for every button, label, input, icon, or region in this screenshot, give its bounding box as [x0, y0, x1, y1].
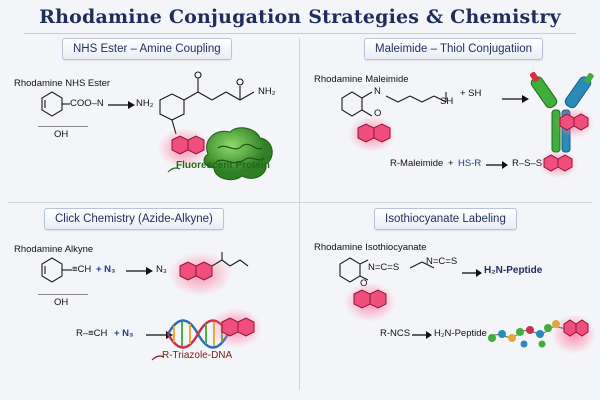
- maleimide-n-atom: N: [374, 86, 381, 97]
- panel-maleimide: Maleimide – Thiol Conjugatiion Rhodamine…: [300, 38, 600, 202]
- main-title: Rhodamine Conjugation Strategies & Chemi…: [39, 6, 561, 28]
- vertical-divider: [299, 38, 300, 390]
- panel-click-chemistry: Click Chemistry (Azide-Alkyne) Rhodamine…: [0, 204, 299, 394]
- panel-header-maleimide: Maleimide – Thiol Conjugatiion: [364, 38, 544, 60]
- nhs-arrow-1: [108, 101, 135, 109]
- isothio-product-amine: H₂N-Peptide: [484, 265, 543, 276]
- maleimide-arrow: [502, 95, 529, 103]
- nhs-reagent-label: Rhodamine NHS Ester: [14, 78, 111, 89]
- click-benzene-ring: [41, 257, 72, 283]
- click-alkyne-group: ≡CH: [72, 264, 92, 275]
- nhs-benzene-ring: [41, 91, 70, 117]
- isothio-reagent-label: Rhodamine Isothiocyanate: [314, 242, 427, 253]
- panel-isothiocyanate: Isothiocyanate Labeling Rhodamine Isothi…: [300, 204, 600, 394]
- click-scheme-left: R–≡CH: [76, 328, 108, 339]
- maleimide-scheme-arrow: [486, 161, 508, 169]
- dna-fluorophore-icon: [210, 308, 262, 348]
- panel-header-click: Click Chemistry (Azide-Alkyne): [44, 208, 224, 230]
- isothio-arrow-1: [462, 269, 482, 277]
- click-product-label: R-Triazole-DNA: [162, 350, 233, 361]
- horizontal-divider: [8, 202, 592, 203]
- maleimide-reagent-label: Rhodamine Maleimide: [314, 74, 409, 85]
- click-reagent-label: Rhodamine Alkyne: [14, 244, 94, 255]
- isothio-skeleton: [339, 257, 435, 283]
- nhs-separator: [38, 126, 88, 127]
- product-underline-mark: [167, 167, 181, 173]
- click-separator: [38, 294, 88, 295]
- nhs-substituent-oh: OH: [54, 129, 69, 140]
- maleimide-scheme-product: R–S–S: [512, 158, 543, 169]
- maleimide-skeleton: [341, 91, 447, 117]
- panel-header-nhs: NHS Ester – Amine Coupling: [62, 38, 232, 60]
- nhs-product-skeleton: [159, 71, 255, 135]
- nhs-fluorophore-icon: [158, 128, 210, 168]
- maleimide-thiol: SH: [440, 96, 454, 107]
- click-arrow-1: [126, 267, 153, 275]
- click-azide-out: N₃: [156, 264, 167, 275]
- maleimide-scheme-plus: +: [448, 158, 454, 169]
- isothio-arrow-2: [412, 331, 432, 339]
- isothio-scheme-product: H₂N-Peptide: [434, 328, 487, 339]
- click-plus-azide: + N₃: [96, 264, 116, 275]
- title-rule: [24, 33, 576, 34]
- peptide-chain-icon: [488, 314, 596, 354]
- click-substituent-oh: OH: [54, 297, 69, 308]
- panel-nhs-ester: NHS Ester – Amine Coupling Rhodamine NHS…: [0, 38, 299, 202]
- panel-header-isothio: Isothiocyanate Labeling: [374, 208, 517, 230]
- maleimide-scheme-left: R-Maleimide: [390, 158, 444, 169]
- maleimide-fluorophore-icon: [348, 116, 396, 152]
- nhs-ester-group: COO–N: [70, 98, 104, 109]
- nhs-chain-amine: NH₂: [258, 86, 276, 97]
- click-product-mark: [151, 355, 165, 361]
- maleimide-scheme-reagent: HS-R: [458, 158, 482, 169]
- isothio-ncs-tail: N=C=S: [426, 256, 458, 267]
- isothio-ncs-group: N=C=S: [368, 262, 400, 273]
- click-scheme-plus: + N₃: [114, 328, 134, 339]
- maleimide-o-atom: O: [374, 108, 382, 119]
- isothio-fluorophore-icon: [344, 282, 396, 322]
- click-product-fluorophore: [168, 252, 249, 296]
- nhs-product-label: Fluorescent Protein: [176, 160, 270, 171]
- maleimide-plus-sh: + SH: [460, 88, 482, 99]
- maleimide-product-fluorophore: [538, 150, 578, 178]
- isothio-scheme-left: R-NCS: [380, 328, 411, 339]
- antibody-fluorophore-icon: [554, 108, 594, 138]
- nhs-amine-in: NH₂: [136, 98, 154, 109]
- protein-blob-icon: [203, 127, 273, 181]
